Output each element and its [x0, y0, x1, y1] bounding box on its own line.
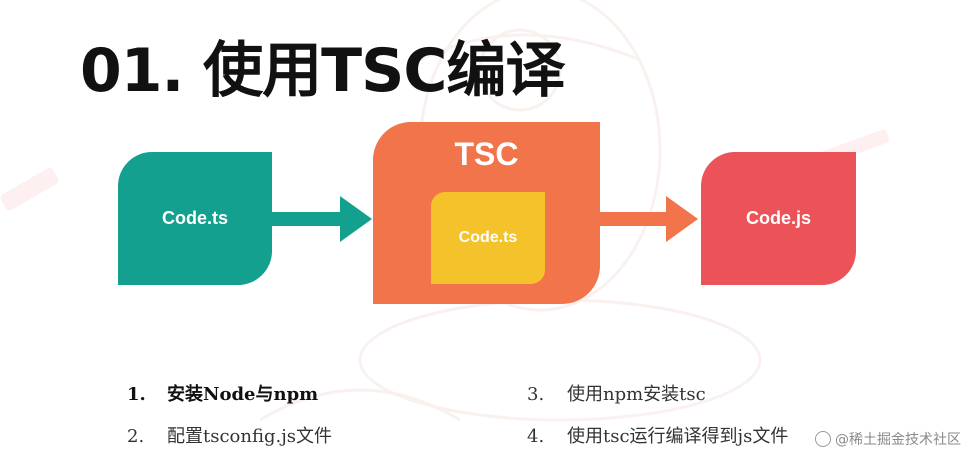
step-item: 1. 安装Node与npm: [127, 380, 318, 406]
watermark-logo-icon: [815, 431, 831, 447]
step-item: 3. 使用npm安装tsc: [527, 380, 706, 406]
slide-title: 01. 使用TSC编译: [80, 36, 565, 106]
watermark: @稀土掘金技术社区: [815, 429, 961, 449]
output-file-box: Code.js: [701, 152, 856, 285]
step-number: 3.: [527, 384, 545, 405]
arrow-right-icon: [272, 196, 372, 242]
step-item: 4. 使用tsc运行编译得到js文件: [527, 422, 788, 448]
arrow-right-icon: [600, 196, 698, 242]
input-file-label: Code.ts: [161, 208, 228, 228]
input-file-box: Code.ts: [118, 152, 272, 285]
step-number: 1.: [127, 384, 146, 405]
step-text: 安装Node与npm: [167, 384, 319, 405]
step-text: 使用npm安装tsc: [567, 384, 706, 405]
tsc-label: TSC: [454, 136, 519, 172]
step-item: 2. 配置tsconfig.js文件: [127, 422, 332, 448]
step-text: 使用tsc运行编译得到js文件: [567, 426, 789, 447]
inner-file-label: Code.ts: [458, 229, 518, 246]
watermark-text: @稀土掘金技术社区: [835, 432, 961, 448]
step-number: 4.: [527, 426, 545, 447]
step-number: 2.: [127, 426, 145, 447]
step-text: 配置tsconfig.js文件: [167, 426, 333, 447]
inner-file-box: Code.ts: [431, 192, 545, 284]
output-file-label: Code.js: [745, 208, 811, 228]
